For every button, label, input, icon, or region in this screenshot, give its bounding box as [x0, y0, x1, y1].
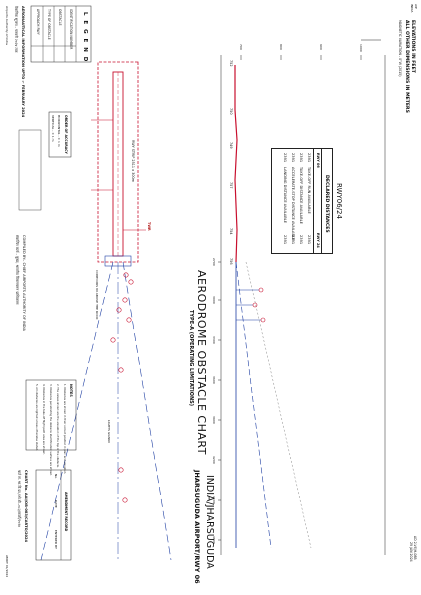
legend-row: APPROACH RWY	[36, 9, 40, 35]
amend-heading: AMENDMENT RECORD	[64, 492, 68, 532]
strip-note: RWY STRIP 2511 x 300m	[131, 140, 135, 182]
chart-number-hindi: चार्ट सं. भा.वि.प्रा./ओ.बी.-०८३/कार्टो/२…	[17, 470, 21, 528]
compiled-by-hindi: संकलित कर्ता - मुख्य, भारतीय विमानपत्तन …	[15, 235, 19, 305]
legend-row: TYPE OF OBSTACLE	[47, 9, 51, 40]
distance-tick: 3300	[212, 336, 216, 344]
distance-tick: 3000	[212, 296, 216, 304]
legend-title: L E G E N D	[82, 12, 88, 63]
plan-note: LIGHTS GUARD	[107, 420, 111, 443]
height-tick: 1000	[359, 44, 363, 52]
height-tick: 700	[239, 44, 243, 50]
aero-info: AERONAUTICAL INFORMATION UPTO :- FEBRUAR…	[21, 6, 25, 118]
note-item: 1. Obstacles are shown in their correct …	[63, 384, 66, 475]
note-item: 4. Obstacles in the take-off flight path…	[42, 384, 45, 455]
note-item: 3. Obstacles penetrating the obstacle id…	[49, 384, 52, 477]
note-item: 5. All obstacles are lighted unless othe…	[35, 384, 38, 451]
compiled-by: COMPILED BY:- CHIEF AIRPORTS AUTHORITY O…	[22, 235, 26, 332]
distance-tick: 3600	[212, 376, 216, 384]
amend-col: DATE	[54, 500, 58, 508]
notes-title: NOTES	[69, 384, 73, 397]
accuracy-row: HORIZONTAL - ± 1 m	[57, 115, 61, 147]
distance-tick: 3900	[212, 416, 216, 424]
plan-note: CONTOURS 80 ABOVE THE ROCK	[95, 270, 99, 320]
twr-label: TWR	[147, 222, 151, 231]
profile-elev: 756	[229, 258, 233, 265]
aero-info-hindi: वैमानिक सूचना - फरवरी २०२४ तक	[14, 6, 18, 53]
profile-elev: 754	[229, 228, 233, 235]
profile-elev: 757	[229, 182, 233, 189]
amend-col: No.	[54, 474, 58, 479]
note-item: 2. The values shown are the elevation of…	[56, 384, 59, 468]
profile-elev: 750	[229, 108, 233, 115]
distance-tick: 2700	[212, 258, 216, 266]
height-tick: 800	[279, 44, 283, 50]
accuracy-row: VERTICAL - ± 1 m	[51, 115, 55, 142]
profile-elev: 749	[229, 142, 233, 149]
publisher: Airports Authority of India	[5, 6, 9, 45]
accuracy-title: ORDER OF ACCURACY	[64, 115, 68, 154]
legend-row: OBSTACLE	[58, 9, 62, 26]
distance-tick: 4500	[212, 496, 216, 504]
height-tick: 900	[319, 44, 323, 50]
page-code: AMDT 01/2024	[5, 555, 9, 578]
chart-number: CHART No. AAI/OB-083/CARTO/2024	[24, 470, 28, 542]
distance-tick: 4800	[212, 536, 216, 544]
distance-tick: 4200	[212, 456, 216, 464]
legend-row: IDENTIFICATION NUMBER	[69, 9, 73, 50]
amend-col: ENTERED BY	[54, 530, 58, 549]
profile-elev: 752	[229, 60, 233, 67]
